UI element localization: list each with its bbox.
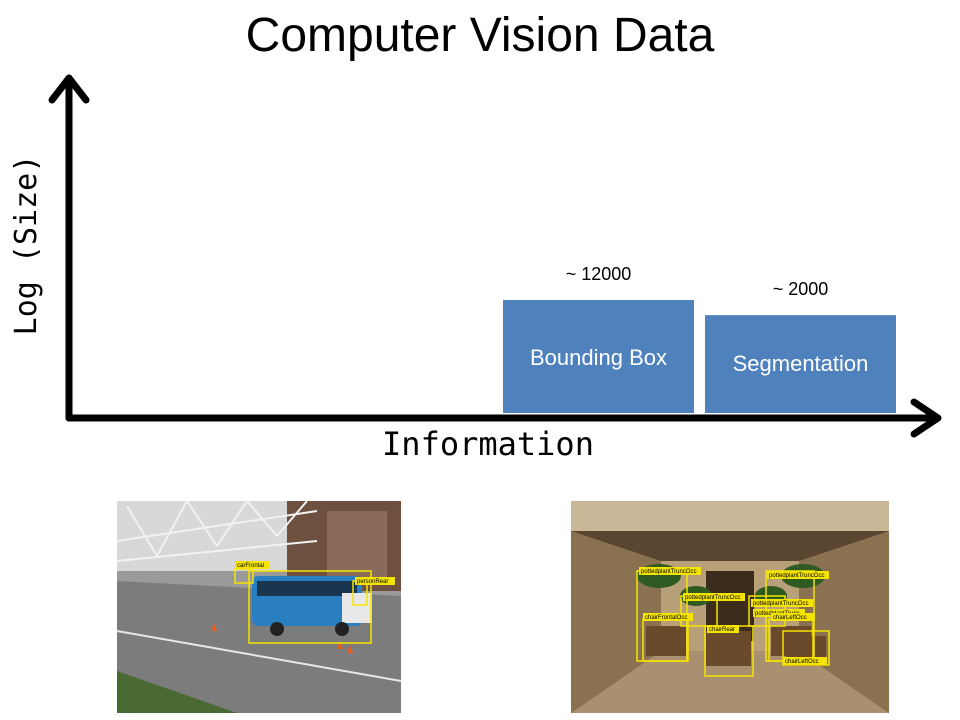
annotation-label: pottedplantTruncOcc (769, 573, 824, 579)
x-axis-arrowhead (910, 398, 942, 438)
annotation-label: pottedplantTruncOcc (685, 595, 740, 601)
annotation-label: chairLeftOcc (785, 659, 819, 665)
x-axis-label: Information (382, 425, 594, 463)
bar-value-label: ~ 2000 (773, 279, 829, 299)
annotation-label: chairRear (709, 627, 735, 633)
y-axis-arrowhead (48, 74, 90, 104)
annotation-label: chairLeftOcc (773, 615, 807, 621)
bar-segmentation (705, 315, 896, 413)
bar-bounding-box (503, 300, 694, 413)
segmentation-example-image: pottedplantTruncOcc pottedplantTruncOcc … (571, 501, 889, 713)
bounding-box-example-image: carFrontal personRear (117, 501, 401, 713)
bar-category-label: Segmentation (733, 351, 869, 376)
bar-value-label: ~ 12000 (566, 264, 632, 284)
annotation-label: pottedplantTruncOcc (641, 569, 696, 575)
y-axis-label: Log (Size) (9, 155, 44, 336)
annotation-label: personRear (357, 579, 388, 585)
bar-category-label: Bounding Box (530, 345, 667, 370)
page-title: Computer Vision Data (245, 9, 715, 62)
annotation-label: carFrontal (237, 563, 264, 569)
annotation-box (248, 570, 372, 644)
annotation-label: chairFrontalOcc (645, 615, 687, 621)
annotation-label: pottedplantTruncOcc (753, 601, 808, 607)
